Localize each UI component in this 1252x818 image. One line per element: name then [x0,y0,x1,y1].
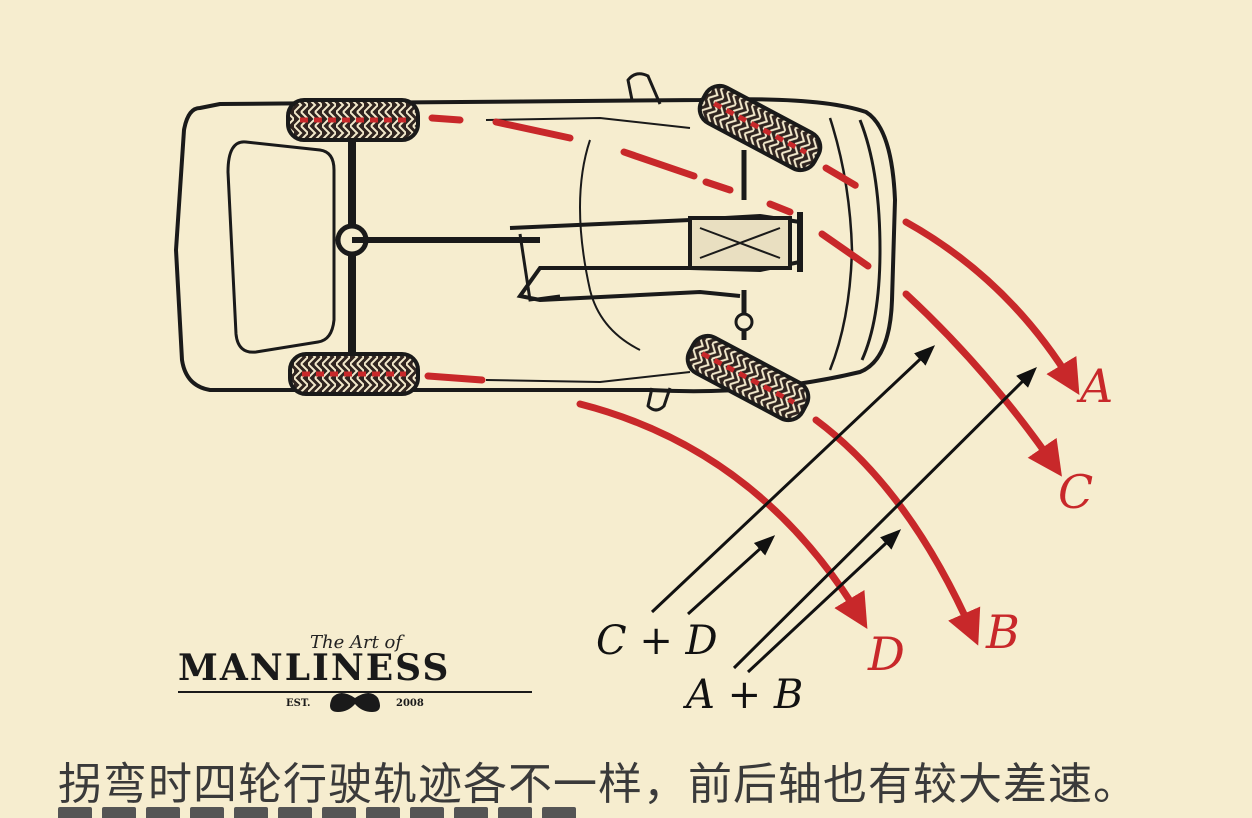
front-windshield [858,119,882,361]
force-arrows [650,345,1037,674]
caption-next-line [58,806,758,818]
label-c: C [1058,465,1093,519]
track-c-arrow [902,290,1062,477]
interior-curve [579,139,641,351]
wheel-tracks [424,114,1080,646]
tire-front-left [697,83,823,173]
logo-script: The Art of [310,632,405,653]
car-body [174,72,897,412]
car-outline [174,97,897,394]
manliness-logo: The Art of MANLINESS EST. 2008 [178,632,532,712]
track-a-arrow [902,218,1080,395]
arrow-ab-long [732,367,1037,670]
label-d: D [867,627,905,681]
track-d-arrow [576,400,868,630]
label-c-plus-d: C + D [596,618,718,664]
track-c [428,114,872,270]
hood-line [828,117,854,371]
door-line-top [485,117,691,129]
mustache-icon [330,693,380,712]
tire-rear-right [288,352,420,396]
tire-front-right [685,333,811,423]
rear-window [226,140,336,354]
mirror-bottom [646,387,672,412]
tire-rear-left [286,98,420,142]
label-b: B [985,605,1020,659]
label-a-plus-b: A + B [682,672,803,718]
track-a [822,164,874,198]
track-d-dash [424,372,486,384]
door-line-bottom [485,371,691,383]
arrow-ab-short [746,529,902,674]
arrow-cd-short [686,535,776,616]
logo-est-right: 2008 [396,698,424,709]
logo-est-left: EST. [286,698,310,709]
label-a: A [1076,359,1113,413]
track-b-arrow [812,416,981,646]
caption-text: 拐弯时四轮行驶轨迹各不一样，前后轴也有较大差速。 [58,759,1138,810]
arrow-cd-long [650,345,936,614]
mirror-top [626,72,662,105]
drivetrain [335,120,803,372]
logo-word: MANLINESS [178,647,450,689]
